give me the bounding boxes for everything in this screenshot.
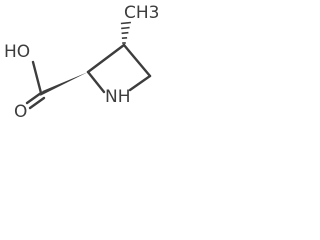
wedge-stereo-bond-carboxyl	[40, 72, 88, 96]
ring-nitrogen-label: NH	[105, 87, 131, 107]
bond-c-oh	[31, 60, 43, 95]
hashed-stereo-bond-methyl	[120, 21, 131, 44]
carbonyl-oxygen-label: O	[14, 102, 27, 122]
ring-bond-c4-n1	[128, 74, 152, 92]
ring-bond-c3-c4	[122, 43, 152, 78]
methyl-label: CH3	[124, 3, 158, 23]
ring-bond-n1-c2	[86, 70, 106, 94]
hydroxyl-label: HO	[4, 42, 30, 62]
molecule-structure: CH3 HO O NH	[4, 3, 158, 122]
double-bond-c-o-outer	[25, 91, 43, 105]
double-bond-c-o-inner	[28, 96, 46, 110]
ring-bond-c2-c3	[86, 43, 126, 74]
